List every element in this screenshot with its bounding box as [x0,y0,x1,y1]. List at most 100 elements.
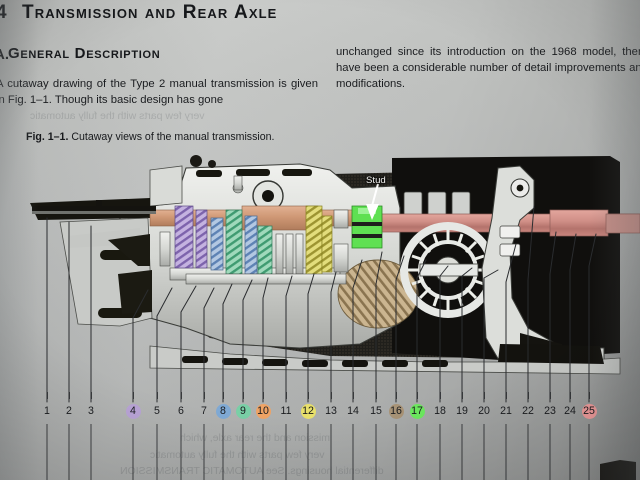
callout-leader-lines [46,205,597,403]
gear-purple [174,205,194,269]
callout-number-2: 2 [60,404,78,419]
callout-tick-7 [204,392,205,399]
callout-tick-9 [243,392,244,399]
callout-number-9: 9 [234,404,252,419]
running-head: Transmission and Rear Axle [22,2,278,23]
stud-label: Stud [366,175,386,186]
callout-number-24: 24 [561,404,579,419]
callout-number-8: 8 [214,404,232,419]
cutaway-figure: Stud [0,148,640,416]
right-column-paragraph: unchanged since its introduction on the … [336,46,640,90]
callout-tick-1 [47,392,48,399]
callout-tick-25 [589,392,590,399]
callout-tick-14 [353,392,354,399]
callout-number-11: 11 [277,404,295,419]
internal-bearing-detail [159,175,349,285]
shift-rod [32,200,156,214]
callout-disc-1: 1 [44,405,50,417]
page-number: 4 [0,2,7,23]
callout-disc-7: 7 [201,405,207,417]
callout-disc-10: 10 [255,404,271,419]
callout-disc-9: 9 [235,404,251,419]
callout-disc-14: 14 [347,405,359,417]
callout-number-4: 4 [124,404,142,419]
callout-tick-20 [484,392,485,399]
callout-tick-11 [286,392,287,399]
callout-number-5: 5 [148,404,166,419]
callout-disc-21: 21 [500,405,512,417]
callout-disc-13: 13 [325,405,337,417]
callout-tick-13 [331,392,332,399]
callout-disc-4: 4 [125,404,141,419]
left-column-paragraph: A cutaway drawing of the Type 2 manual t… [0,78,318,106]
callout-tick-21 [506,392,507,399]
callout-number-15: 15 [367,404,385,419]
callout-number-23: 23 [541,404,559,419]
callout-disc-15: 15 [370,405,382,417]
callout-number-1: 1 [38,404,56,419]
callout-disc-16: 16 [388,404,404,419]
section-title: General Description [8,45,161,62]
callout-number-10: 10 [254,404,272,419]
callout-tick-4 [133,392,134,399]
callout-disc-2: 2 [66,405,72,417]
callout-disc-24: 24 [564,405,576,417]
callout-disc-5: 5 [154,405,160,417]
gear-tan-helical [337,259,419,329]
callout-tick-19 [462,392,463,399]
callout-number-7: 7 [195,404,213,419]
callout-tick-6 [181,392,182,399]
figure-caption-text: Cutaway views of the manual transmission… [71,131,275,143]
callout-number-20: 20 [475,404,493,419]
callout-tick-24 [570,392,571,399]
callout-number-25: 25 [580,404,598,419]
left-column-text: A cutaway drawing of the Type 2 manual t… [0,76,318,108]
right-column-text: unchanged since its introduction on the … [336,44,640,92]
callout-disc-23: 23 [544,405,556,417]
callout-tick-23 [550,392,551,399]
callout-disc-18: 18 [434,405,446,417]
callout-number-17: 17 [408,404,426,419]
clutch-housing-nose [30,198,153,327]
callout-disc-20: 20 [478,405,490,417]
lower-leader-lines [46,424,636,480]
callout-tick-17 [417,392,418,399]
callout-number-3: 3 [82,404,100,419]
callout-disc-6: 6 [178,405,184,417]
callout-disc-19: 19 [456,405,468,417]
callout-disc-8: 8 [215,404,231,419]
callout-number-22: 22 [519,404,537,419]
callout-number-6: 6 [172,404,190,419]
figure-caption: Fig. 1–1. Cutaway views of the manual tr… [26,131,274,143]
callout-number-12: 12 [299,404,317,419]
callout-disc-25: 25 [581,404,597,419]
callout-disc-17: 17 [409,404,425,419]
callout-tick-15 [376,392,377,399]
callout-tick-3 [91,392,92,399]
callout-tick-2 [69,392,70,399]
stud-arrow [366,183,379,220]
callout-tick-18 [440,392,441,399]
gear-green [225,209,243,275]
callout-disc-22: 22 [522,405,534,417]
callout-tick-22 [528,392,529,399]
gear-yellow [305,205,323,277]
callout-number-19: 19 [453,404,471,419]
bleed-through-line-4: very few parts with the fully automatic [30,110,205,122]
cutaway-drawing [30,155,640,403]
colored-gear-sections [174,205,419,329]
callout-tick-16 [396,392,397,399]
callout-disc-12: 12 [300,404,316,419]
callout-disc-3: 3 [88,405,94,417]
callout-number-16: 16 [387,404,405,419]
callout-tick-12 [308,392,309,399]
section-marker: A. [0,46,9,63]
callout-number-13: 13 [322,404,340,419]
callout-number-14: 14 [344,404,362,419]
callout-number-21: 21 [497,404,515,419]
callout-tick-8 [223,392,224,399]
gear-blue-2 [244,215,258,275]
callout-disc-11: 11 [280,405,292,417]
callout-tick-5 [157,392,158,399]
callout-tick-10 [263,392,264,399]
